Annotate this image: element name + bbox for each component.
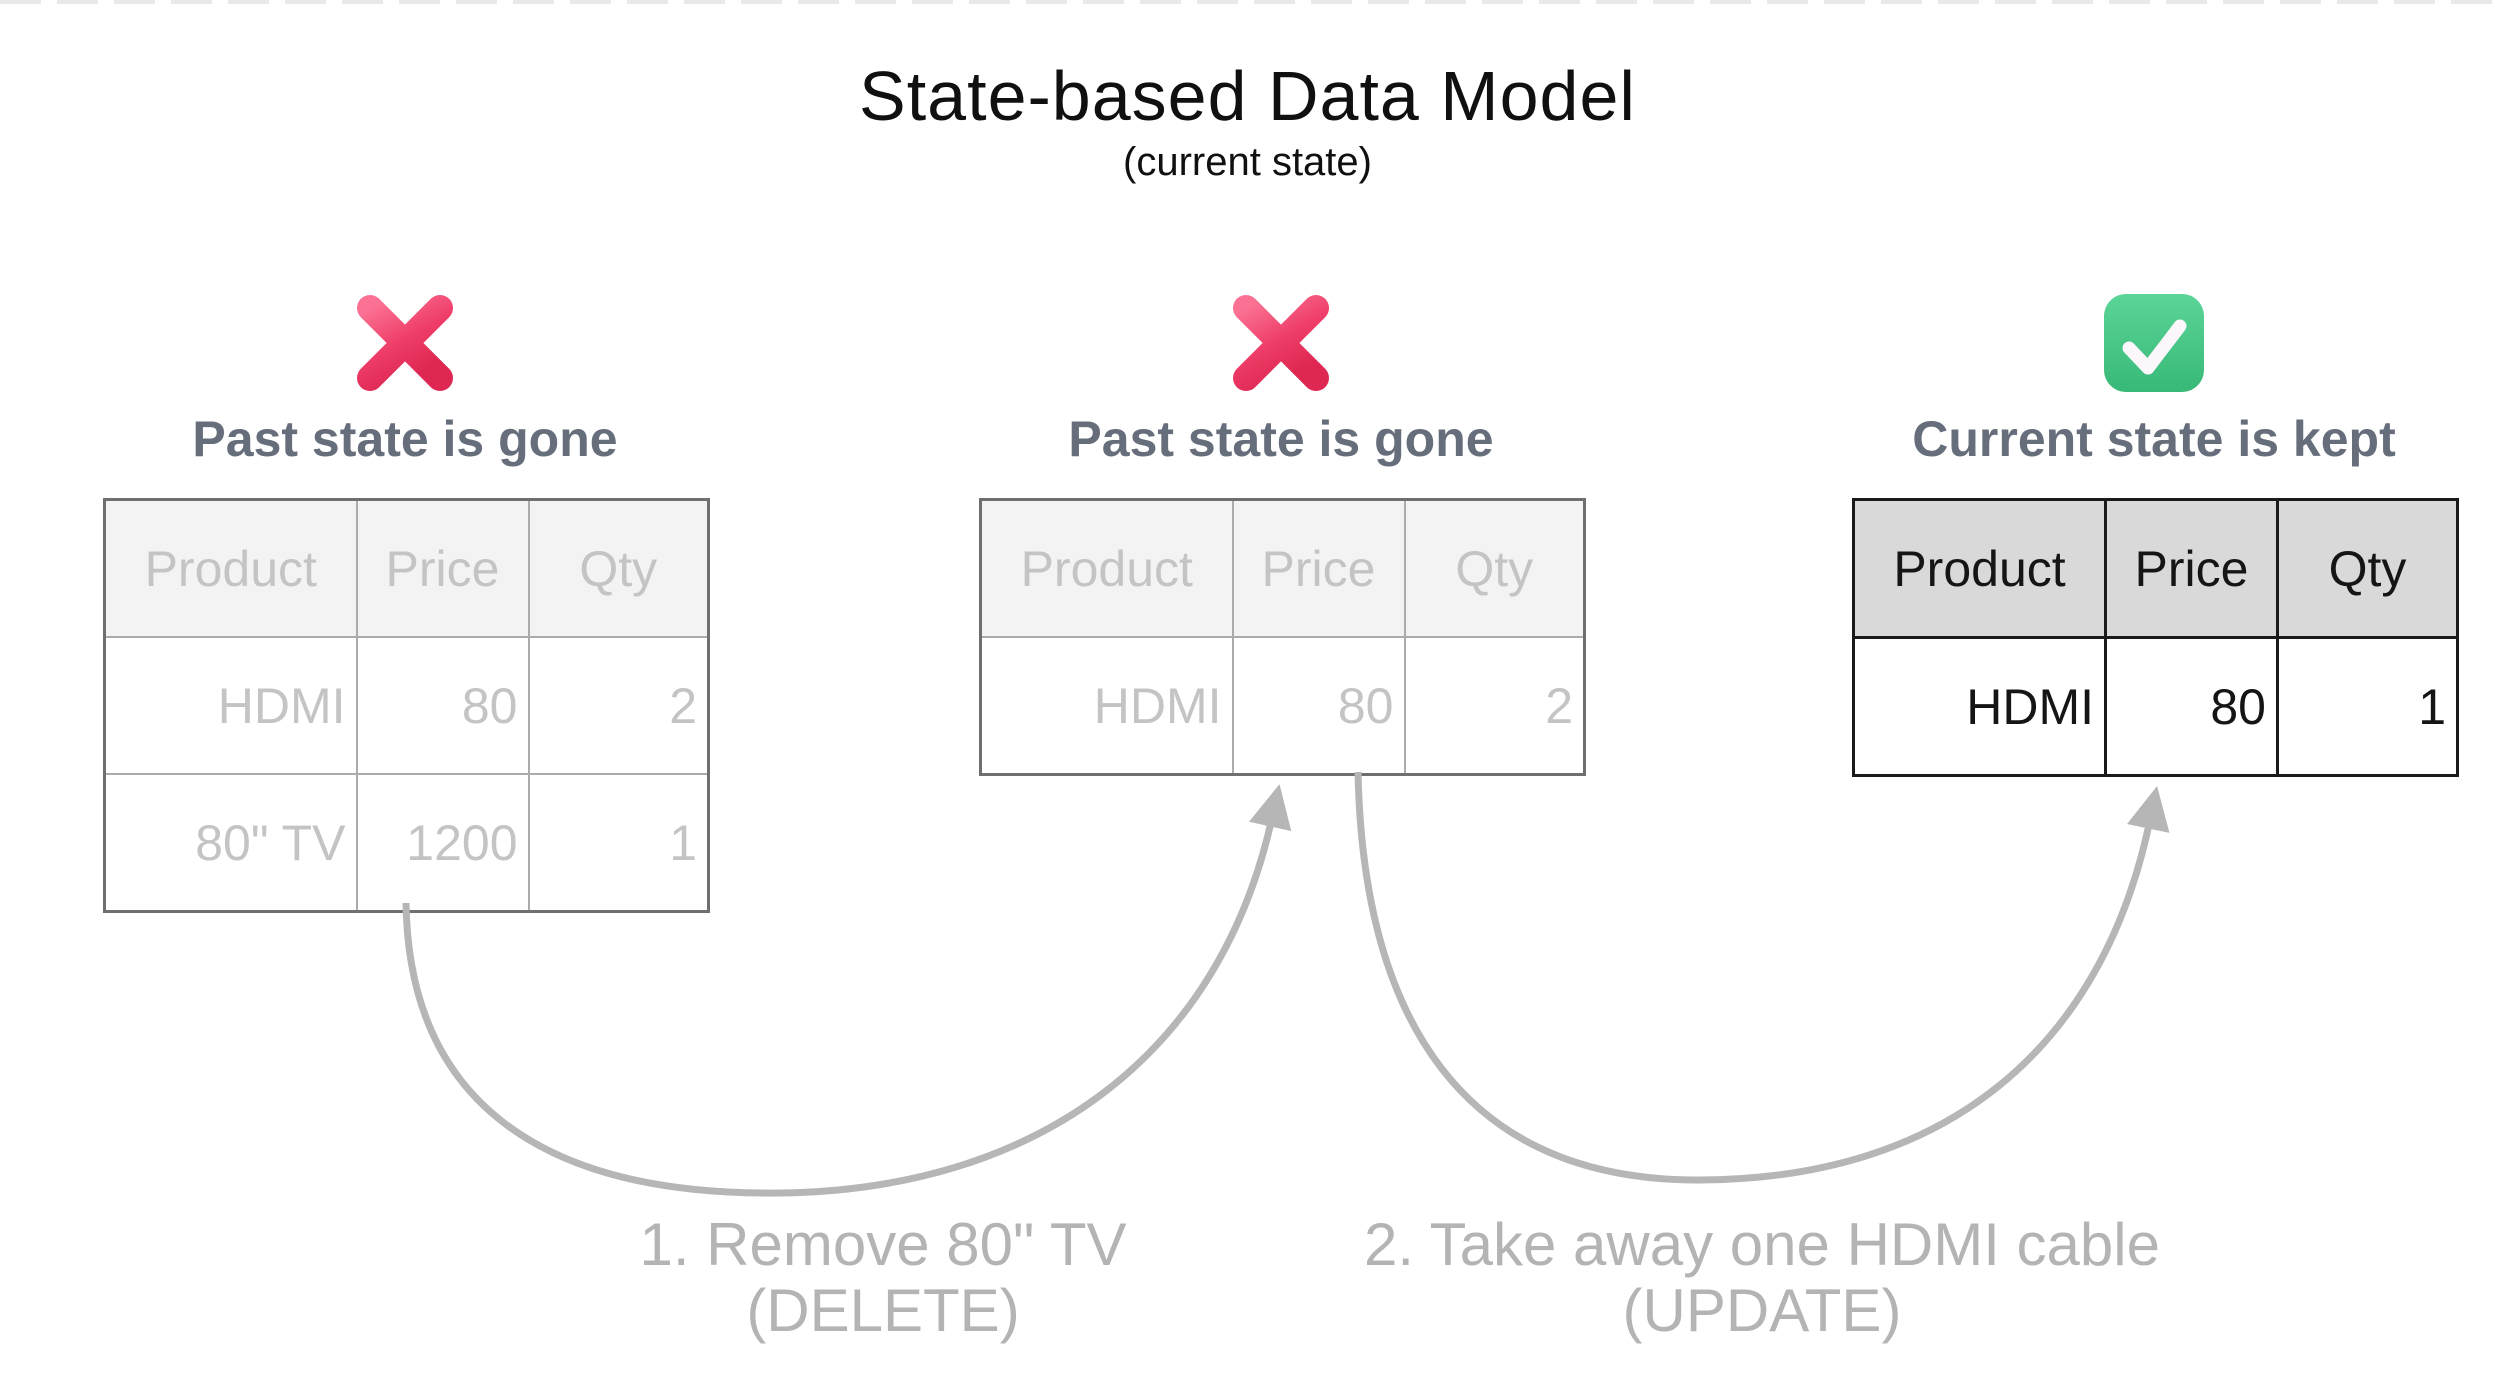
operation-caption-update: 2. Take away one HDMI cable (UPDATE) [1262, 1212, 2262, 1344]
cell-qty: 2 [1403, 636, 1586, 776]
column-header: Qty [1403, 498, 1586, 638]
column-header: Product [1852, 498, 2107, 639]
column-header: Qty [527, 498, 710, 638]
table-header-row: Product Price Qty [979, 498, 1586, 638]
column-header: Product [103, 498, 358, 638]
cell-product: HDMI [103, 636, 358, 775]
caption-line: 2. Take away one HDMI cable [1364, 1211, 2160, 1278]
cell-product: HDMI [1852, 636, 2107, 777]
column-header: Product [979, 498, 1234, 638]
top-dashed-border [0, 0, 2495, 4]
page-title: State-based Data Model [859, 57, 1636, 135]
caption-line: (DELETE) [746, 1277, 1020, 1344]
operation-caption-delete: 1. Remove 80" TV (DELETE) [383, 1212, 1383, 1344]
cell-price: 80 [1231, 636, 1406, 776]
arrow-update-operation [1354, 771, 2170, 1184]
cell-qty: 2 [527, 636, 710, 775]
cell-qty: 1 [527, 773, 710, 913]
caption-line: 1. Remove 80" TV [639, 1211, 1127, 1278]
cell-price: 80 [355, 636, 530, 775]
check-mark-icon [2104, 294, 2204, 392]
table-header-row: Product Price Qty [103, 498, 710, 638]
caption-line: (UPDATE) [1622, 1277, 1902, 1344]
cell-price: 1200 [355, 773, 530, 913]
column-header: Price [1231, 498, 1406, 638]
table-row: HDMI 80 2 [979, 636, 1586, 776]
table-header-row: Product Price Qty [1852, 498, 2459, 639]
state-label: Current state is kept [1912, 411, 2396, 467]
table-row: HDMI 80 2 [103, 636, 710, 775]
cell-product: HDMI [979, 636, 1234, 776]
cross-mark-icon [357, 295, 453, 391]
column-header: Price [2104, 498, 2279, 639]
status-icon-wrap [103, 288, 707, 398]
state-label: Past state is gone [1068, 411, 1494, 467]
table-row: HDMI 80 1 [1852, 636, 2459, 777]
state-table-current: Product Price Qty HDMI 80 1 [1852, 498, 2459, 777]
state-label: Past state is gone [192, 411, 618, 467]
status-icon-wrap [1852, 288, 2456, 398]
status-icon-wrap [979, 288, 1583, 398]
cell-price: 80 [2104, 636, 2279, 777]
cross-mark-icon [1233, 295, 1329, 391]
table-row: 80" TV 1200 1 [103, 773, 710, 913]
cell-qty: 1 [2276, 636, 2459, 777]
page-subtitle: (current state) [1123, 140, 1372, 184]
state-table-past-2: Product Price Qty HDMI 80 2 [979, 498, 1586, 776]
column-header: Price [355, 498, 530, 638]
column-header: Qty [2276, 498, 2459, 639]
cell-product: 80" TV [103, 773, 358, 913]
state-table-past-1: Product Price Qty HDMI 80 2 80" TV 1200 … [103, 498, 710, 913]
